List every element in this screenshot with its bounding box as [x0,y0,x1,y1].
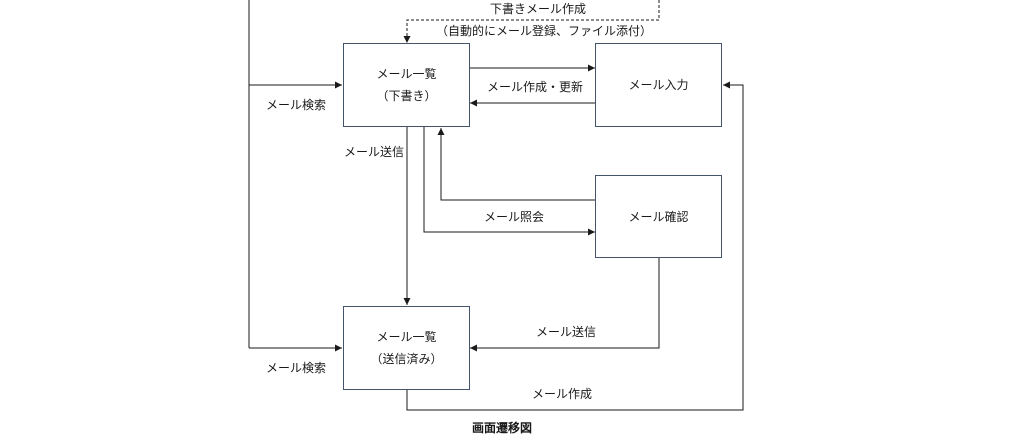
search-bottom-label: メール検索 [266,361,327,375]
sent-list-subtitle: （送信済み） [370,352,443,366]
draft-list-title: メール一覧 [376,67,437,81]
create-update-label: メール作成・更新 [487,80,584,94]
mail-confirm-title: メール確認 [628,209,689,224]
confirm-back-arrow [437,128,595,201]
mail-input-screen: メール入力 [595,43,722,127]
send-from-confirm-arrow [470,258,660,352]
send-from-draft-label: メール送信 [344,145,405,159]
mail-input-title: メール入力 [628,78,689,92]
sent-list-title: メール一覧 [376,330,437,344]
mail-confirm-screen: メール確認 [595,175,722,258]
send-from-confirm-label: メール送信 [536,325,597,339]
diagram-caption: 画面遷移図 [472,421,533,435]
inquiry-arrow [423,127,595,236]
search-top-label: メール検索 [266,98,327,112]
create-from-sent-label: メール作成 [532,387,593,401]
draft-create-label: 下書きメール作成 [490,2,587,16]
sent-list-screen: メール一覧 （送信済み） [343,306,470,390]
draft-create-connector [403,0,660,43]
draft-list-screen: メール一覧 （下書き） [343,43,470,127]
draft-list-subtitle: （下書き） [376,89,437,103]
inquiry-label: メール照会 [484,210,545,224]
create-from-sent-arrow [406,81,744,411]
draft-create-note: （自動的にメール登録、ファイル添付） [436,24,653,38]
